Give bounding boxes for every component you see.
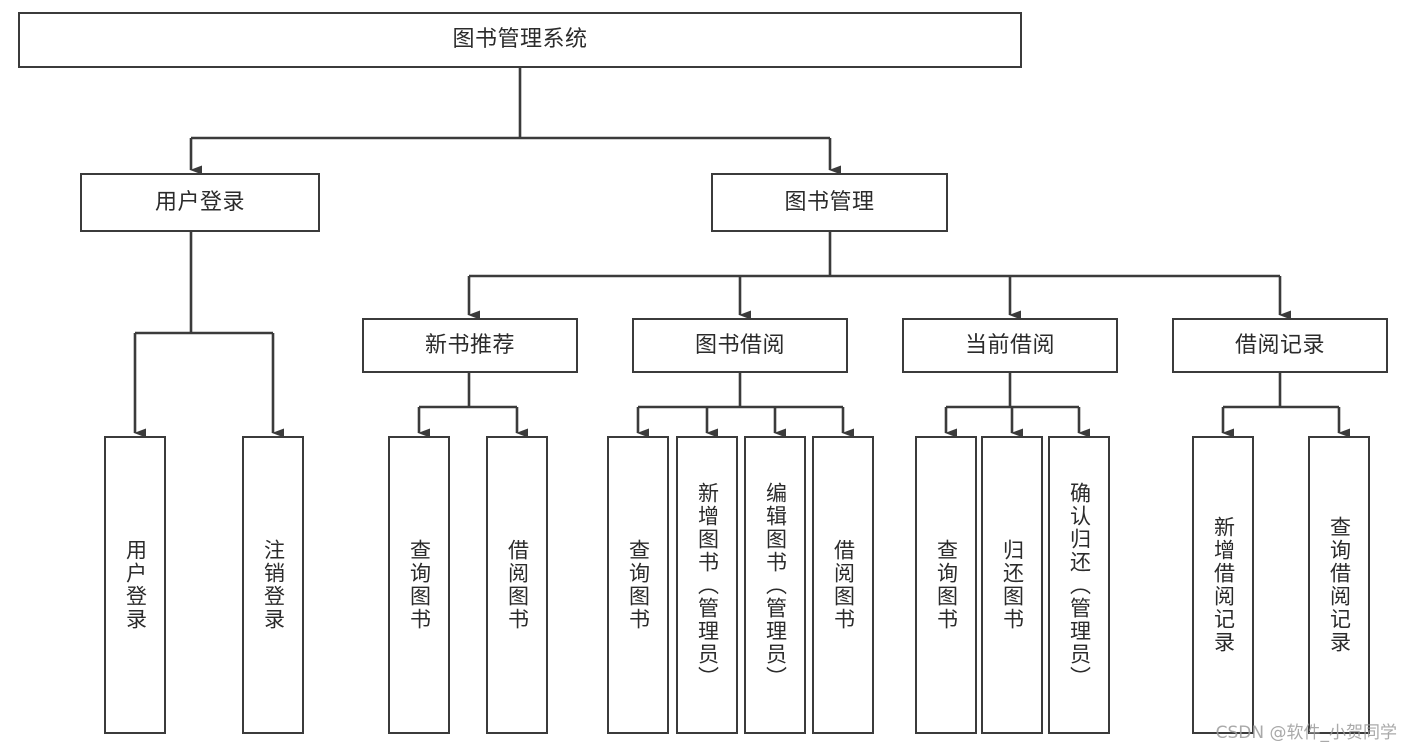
node-book-borrow-label: 图书借阅 (694, 332, 785, 358)
leaf-query-book-current[interactable]: 查询图书 (915, 436, 977, 734)
node-current-borrow[interactable]: 当前借阅 (902, 318, 1118, 373)
leaf-edit-book[interactable]: 编辑图书（管理员） (744, 436, 806, 734)
node-new-book-recommend[interactable]: 新书推荐 (362, 318, 578, 373)
leaf-confirm-return-label: 确认归还（管理员） (1067, 481, 1092, 689)
node-current-borrow-label: 当前借阅 (964, 332, 1055, 358)
leaf-return-book-label: 归还图书 (1000, 539, 1025, 631)
node-user-login-label: 用户登录 (154, 189, 245, 215)
leaf-borrow-book-label: 借阅图书 (831, 539, 856, 631)
node-book-manage-label: 图书管理 (784, 189, 875, 215)
leaf-query-book-recommend[interactable]: 查询图书 (388, 436, 450, 734)
leaf-query-book-borrow-label: 查询图书 (626, 539, 651, 631)
leaf-borrow-book-recommend-label: 借阅图书 (505, 539, 530, 631)
leaf-query-borrow-record[interactable]: 查询借阅记录 (1308, 436, 1370, 734)
leaf-query-book-recommend-label: 查询图书 (407, 539, 432, 631)
leaf-query-book-borrow[interactable]: 查询图书 (607, 436, 669, 734)
leaf-logout-login[interactable]: 注销登录 (242, 436, 304, 734)
leaf-add-book[interactable]: 新增图书（管理员） (676, 436, 738, 734)
node-borrow-record[interactable]: 借阅记录 (1172, 318, 1388, 373)
leaf-add-borrow-record[interactable]: 新增借阅记录 (1192, 436, 1254, 734)
leaf-add-book-label: 新增图书（管理员） (695, 481, 720, 689)
node-root-label: 图书管理系统 (452, 27, 588, 53)
node-borrow-record-label: 借阅记录 (1234, 332, 1325, 358)
node-new-book-recommend-label: 新书推荐 (424, 332, 515, 358)
leaf-edit-book-label: 编辑图书（管理员） (763, 481, 788, 689)
leaf-query-book-current-label: 查询图书 (934, 539, 959, 631)
leaf-borrow-book-recommend[interactable]: 借阅图书 (486, 436, 548, 734)
leaf-user-login[interactable]: 用户登录 (104, 436, 166, 734)
node-root[interactable]: 图书管理系统 (18, 12, 1022, 68)
node-user-login[interactable]: 用户登录 (80, 173, 320, 232)
leaf-add-borrow-record-label: 新增借阅记录 (1211, 516, 1236, 654)
leaf-confirm-return[interactable]: 确认归还（管理员） (1048, 436, 1110, 734)
leaf-borrow-book[interactable]: 借阅图书 (812, 436, 874, 734)
leaf-return-book[interactable]: 归还图书 (981, 436, 1043, 734)
leaf-logout-login-label: 注销登录 (261, 539, 286, 631)
leaf-query-borrow-record-label: 查询借阅记录 (1327, 516, 1352, 654)
node-book-manage[interactable]: 图书管理 (711, 173, 948, 232)
leaf-user-login-label: 用户登录 (123, 539, 148, 631)
node-book-borrow[interactable]: 图书借阅 (632, 318, 848, 373)
